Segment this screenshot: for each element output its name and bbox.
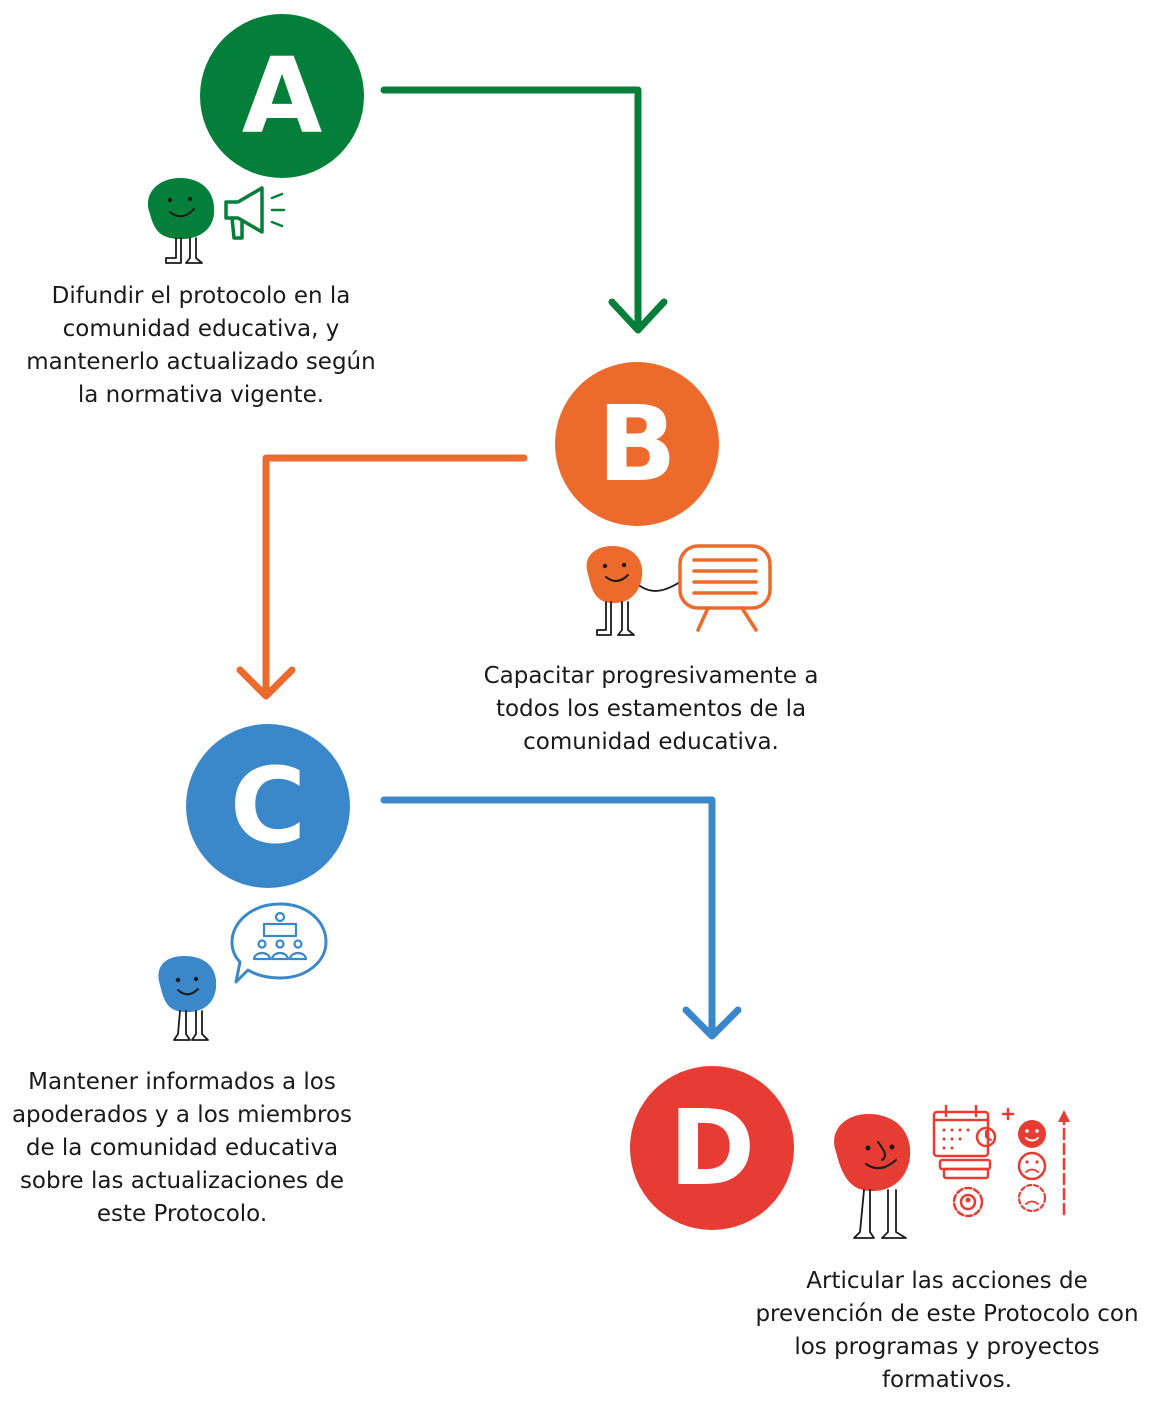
step-d-description: Articular las acciones de prevención de …: [755, 1268, 1139, 1393]
step-c-badge: C: [186, 724, 350, 888]
megaphone-icon: [224, 186, 286, 240]
step-c-letter: C: [229, 745, 307, 867]
planning-wellbeing-icon: [932, 1104, 1070, 1218]
step-a-letter: A: [241, 35, 323, 157]
step-a-character: [148, 178, 215, 264]
arrow-a-to-b: [380, 86, 668, 334]
step-d-character: [834, 1114, 911, 1239]
step-b-badge: B: [555, 362, 719, 526]
arrow-c-to-d: [380, 796, 742, 1040]
step-a-description: Difundir el protocolo en la comunidad ed…: [26, 283, 376, 408]
step-d-letter: D: [668, 1087, 756, 1209]
step-b-character: [586, 546, 681, 636]
step-b-description: Capacitar progresivamente a todos los es…: [483, 663, 819, 755]
step-b-letter: B: [597, 383, 677, 505]
arrow-b-to-c: [236, 454, 528, 700]
step-a-badge: A: [200, 14, 364, 178]
presentation-board-icon: [678, 544, 772, 632]
step-c-character: [158, 956, 217, 1041]
speech-bubble-meeting-icon: [230, 902, 328, 984]
step-d-badge: D: [630, 1066, 794, 1230]
step-c-description: Mantener informados a los apoderados y a…: [11, 1069, 353, 1227]
